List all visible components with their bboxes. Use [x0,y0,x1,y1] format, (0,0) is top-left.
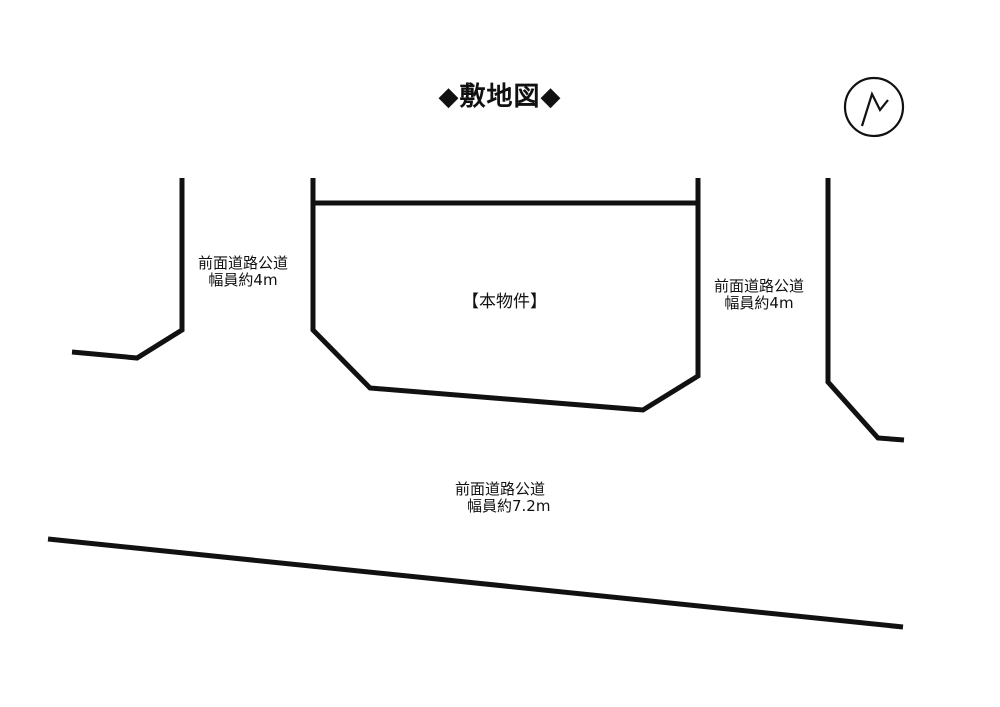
north-arrow-icon [843,76,905,138]
right-road-type: 前面道路公道 [714,277,805,295]
front-road-width: 幅員約7.2m [467,497,551,515]
front-road-type: 前面道路公道 [455,480,546,498]
front-road-edge [47,536,904,630]
right-road-width: 幅員約4m [724,294,794,312]
front-road-label: 前面道路公道 幅員約7.2m [455,481,550,515]
subject-property-label: 【本物件】 [462,292,547,312]
right-road-label: 前面道路公道 幅員約4m [714,278,804,312]
left-neighbor-boundary [71,178,185,361]
subject-property-boundary [310,178,701,413]
right-neighbor-boundary [825,178,905,443]
left-road-width: 幅員約4m [208,271,278,289]
page-title: ◆敷地図◆ [438,82,562,112]
left-road-label: 前面道路公道 幅員約4m [198,255,288,289]
left-road-type: 前面道路公道 [198,254,289,272]
